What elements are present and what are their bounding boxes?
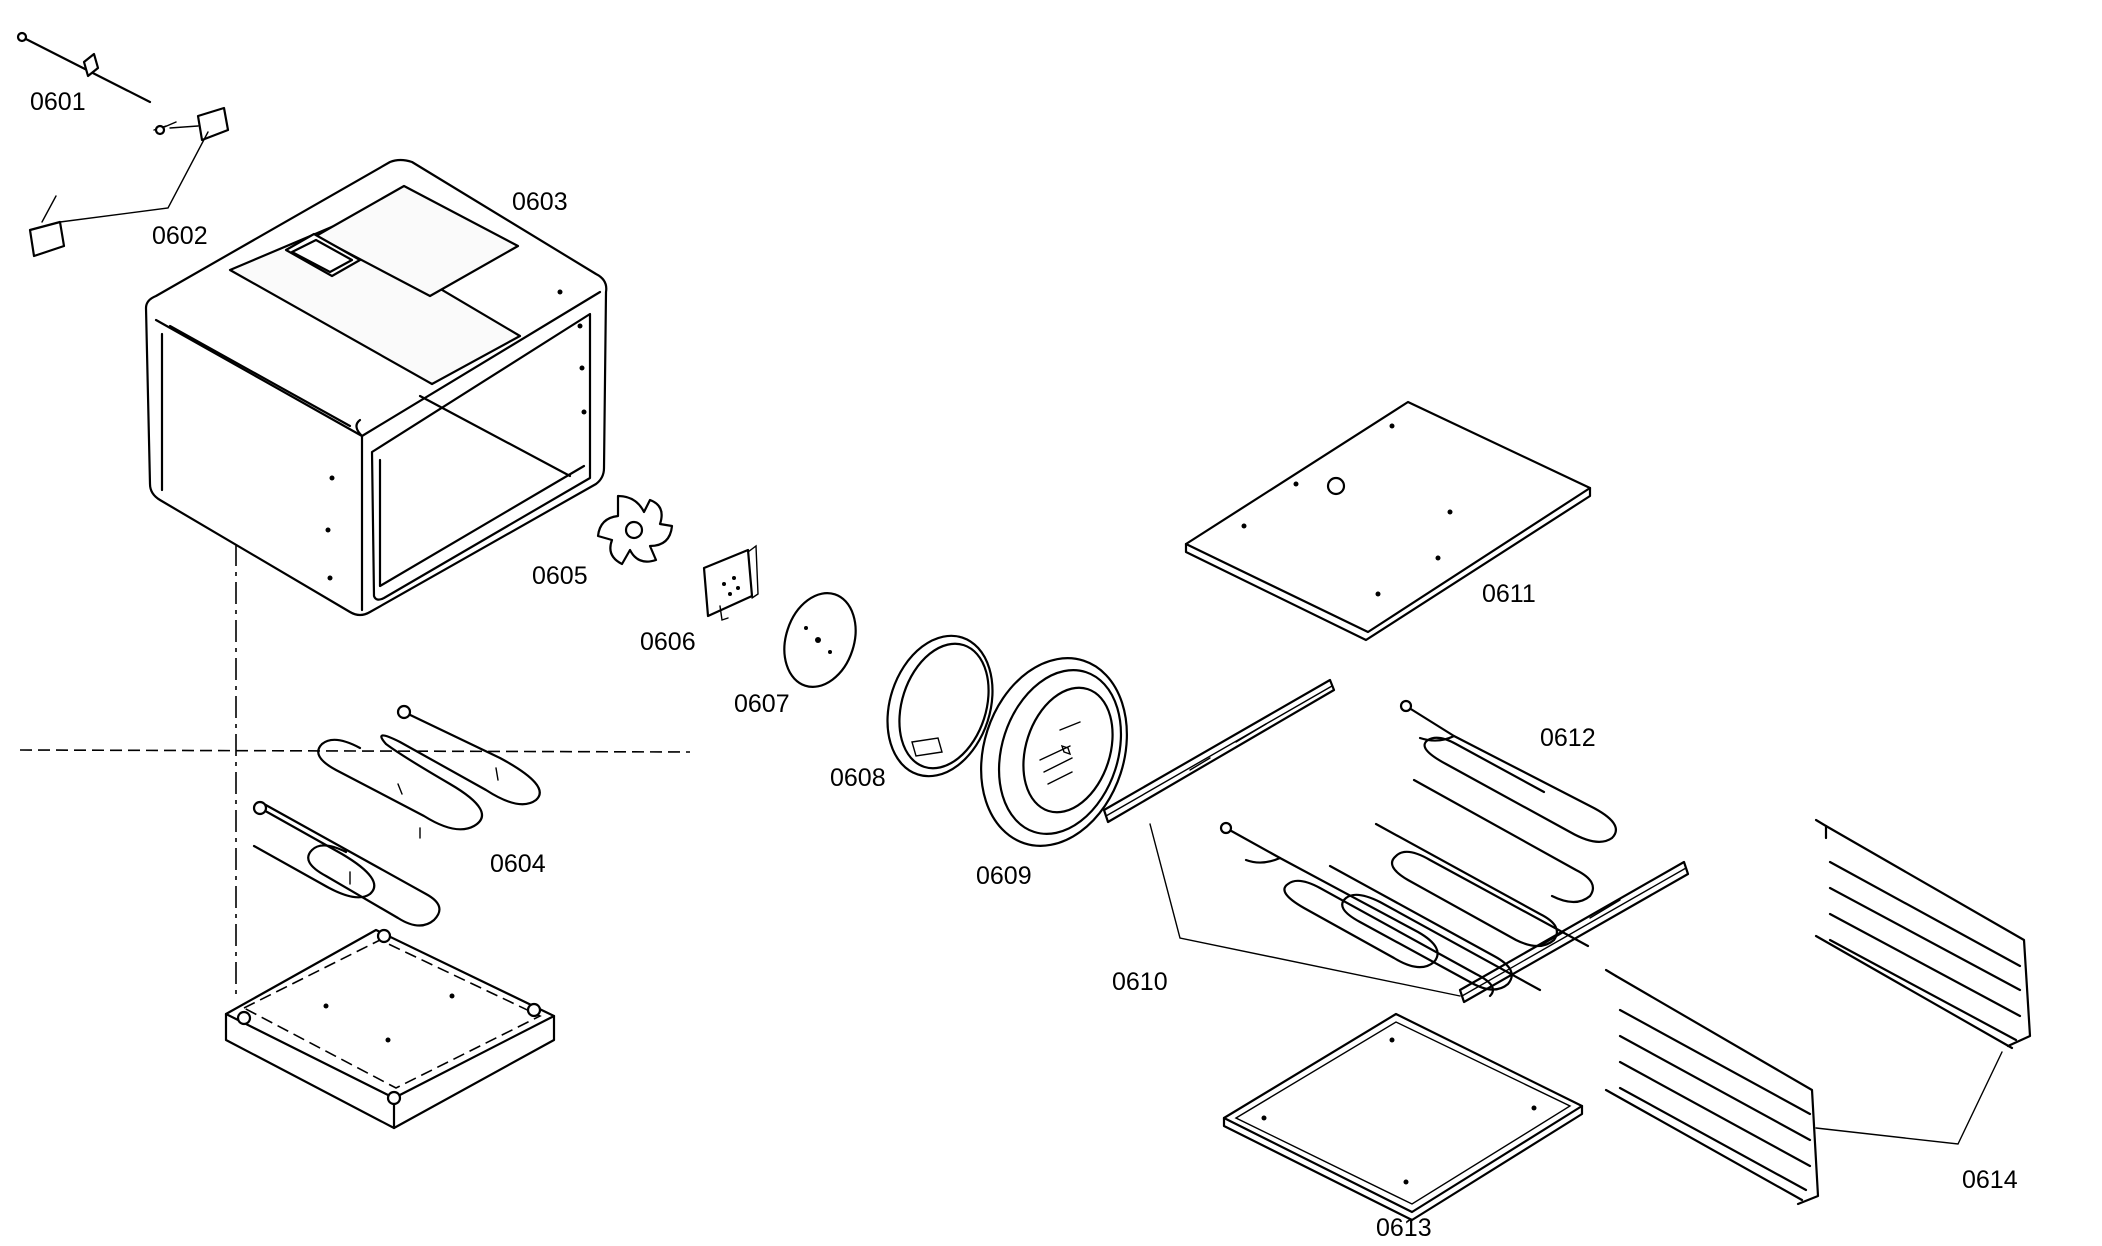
label-0605: 0605 [532, 562, 588, 590]
part-bottom-tray [224, 928, 556, 1130]
part-0612-upper-heating-element[interactable] [1219, 699, 1617, 998]
part-0607-gasket-disc[interactable] [773, 584, 867, 696]
label-0604: 0604 [490, 850, 546, 878]
label-0602: 0602 [152, 222, 208, 250]
part-0605-fan-blade[interactable] [596, 494, 674, 566]
alignment-line-horizontal [19, 749, 691, 753]
label-0613: 0613 [1376, 1214, 1432, 1242]
part-0601-sensor-rod[interactable] [16, 31, 152, 104]
label-0606: 0606 [640, 628, 696, 656]
label-0609: 0609 [976, 862, 1032, 890]
label-0608: 0608 [830, 764, 886, 792]
part-0603-oven-cavity[interactable] [144, 158, 608, 617]
part-0606-motor-bracket[interactable] [702, 544, 759, 621]
label-0614: 0614 [1962, 1166, 2018, 1194]
part-0602-door-switches[interactable] [28, 106, 230, 258]
label-0601: 0601 [30, 88, 86, 116]
label-0611: 0611 [1482, 580, 1536, 608]
label-0603: 0603 [512, 188, 568, 216]
label-0607: 0607 [734, 690, 790, 718]
part-0613-bottom-panel[interactable] [1222, 1012, 1584, 1222]
label-0610: 0610 [1112, 968, 1168, 996]
part-0609-fan-cover[interactable] [958, 639, 1150, 865]
part-0611-top-panel[interactable] [1184, 400, 1592, 642]
label-0612: 0612 [1540, 724, 1596, 752]
part-0614-shelf-supports[interactable] [1604, 818, 2032, 1206]
part-0610-side-rails[interactable] [1102, 678, 1690, 1004]
part-0604-lower-heating-elements[interactable] [252, 704, 541, 927]
part-0608-fan-ring[interactable] [870, 622, 1010, 790]
